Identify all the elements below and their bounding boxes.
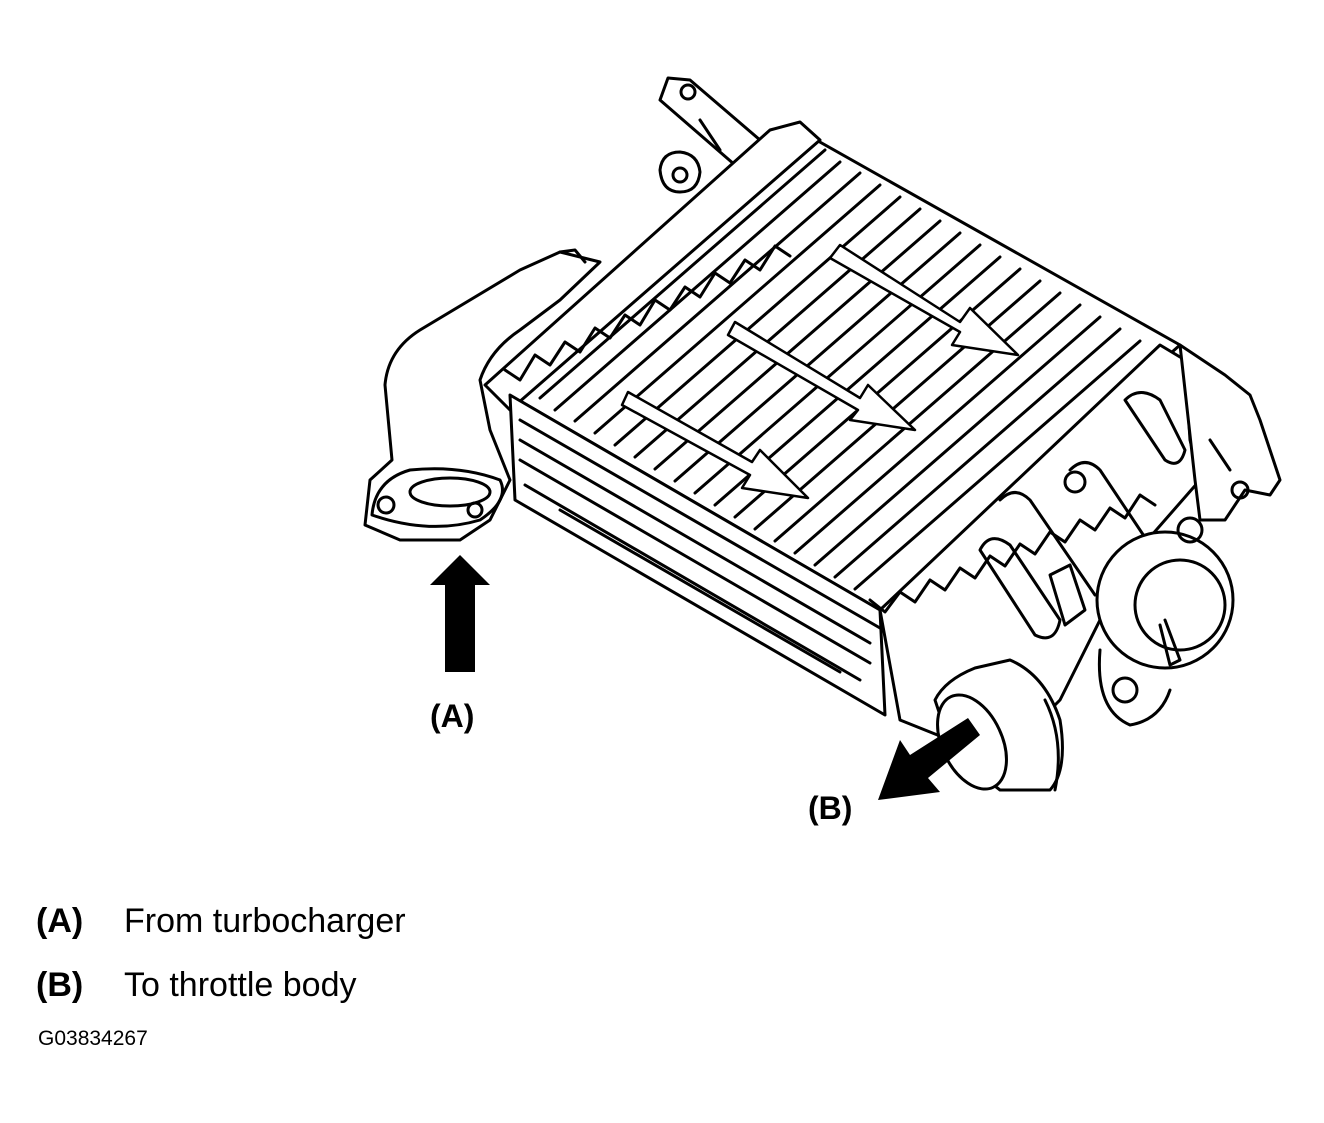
sensor-housing [1095,516,1235,727]
legend-text-b: To throttle body [124,966,357,1004]
legend-key-a: (A) [36,902,84,940]
legend-row-a: (A) From turbocharger [36,902,406,941]
figure-id: G03834267 [38,1027,148,1050]
callout-a: (A) [430,698,475,734]
top-mounting-bracket [658,76,762,167]
legend-row-b: (B) To throttle body [36,966,356,1005]
flow-arrow-3 [620,390,810,500]
callout-b: (B) [808,790,853,826]
legend-key-b: (B) [36,966,84,1004]
outlet-pipe [933,658,1064,792]
core-left-tank [483,120,822,412]
inlet-elbow [363,248,602,542]
mounting-tab-left [658,150,702,194]
flow-arrow-b-icon [878,718,980,800]
flow-arrow-1 [828,243,1020,357]
flow-arrow-a-icon [430,555,490,672]
right-mounting-bracket [1178,343,1282,522]
legend-text-a: From turbocharger [124,902,406,940]
core-side-face [508,393,887,717]
flow-arrow-2 [726,320,917,432]
